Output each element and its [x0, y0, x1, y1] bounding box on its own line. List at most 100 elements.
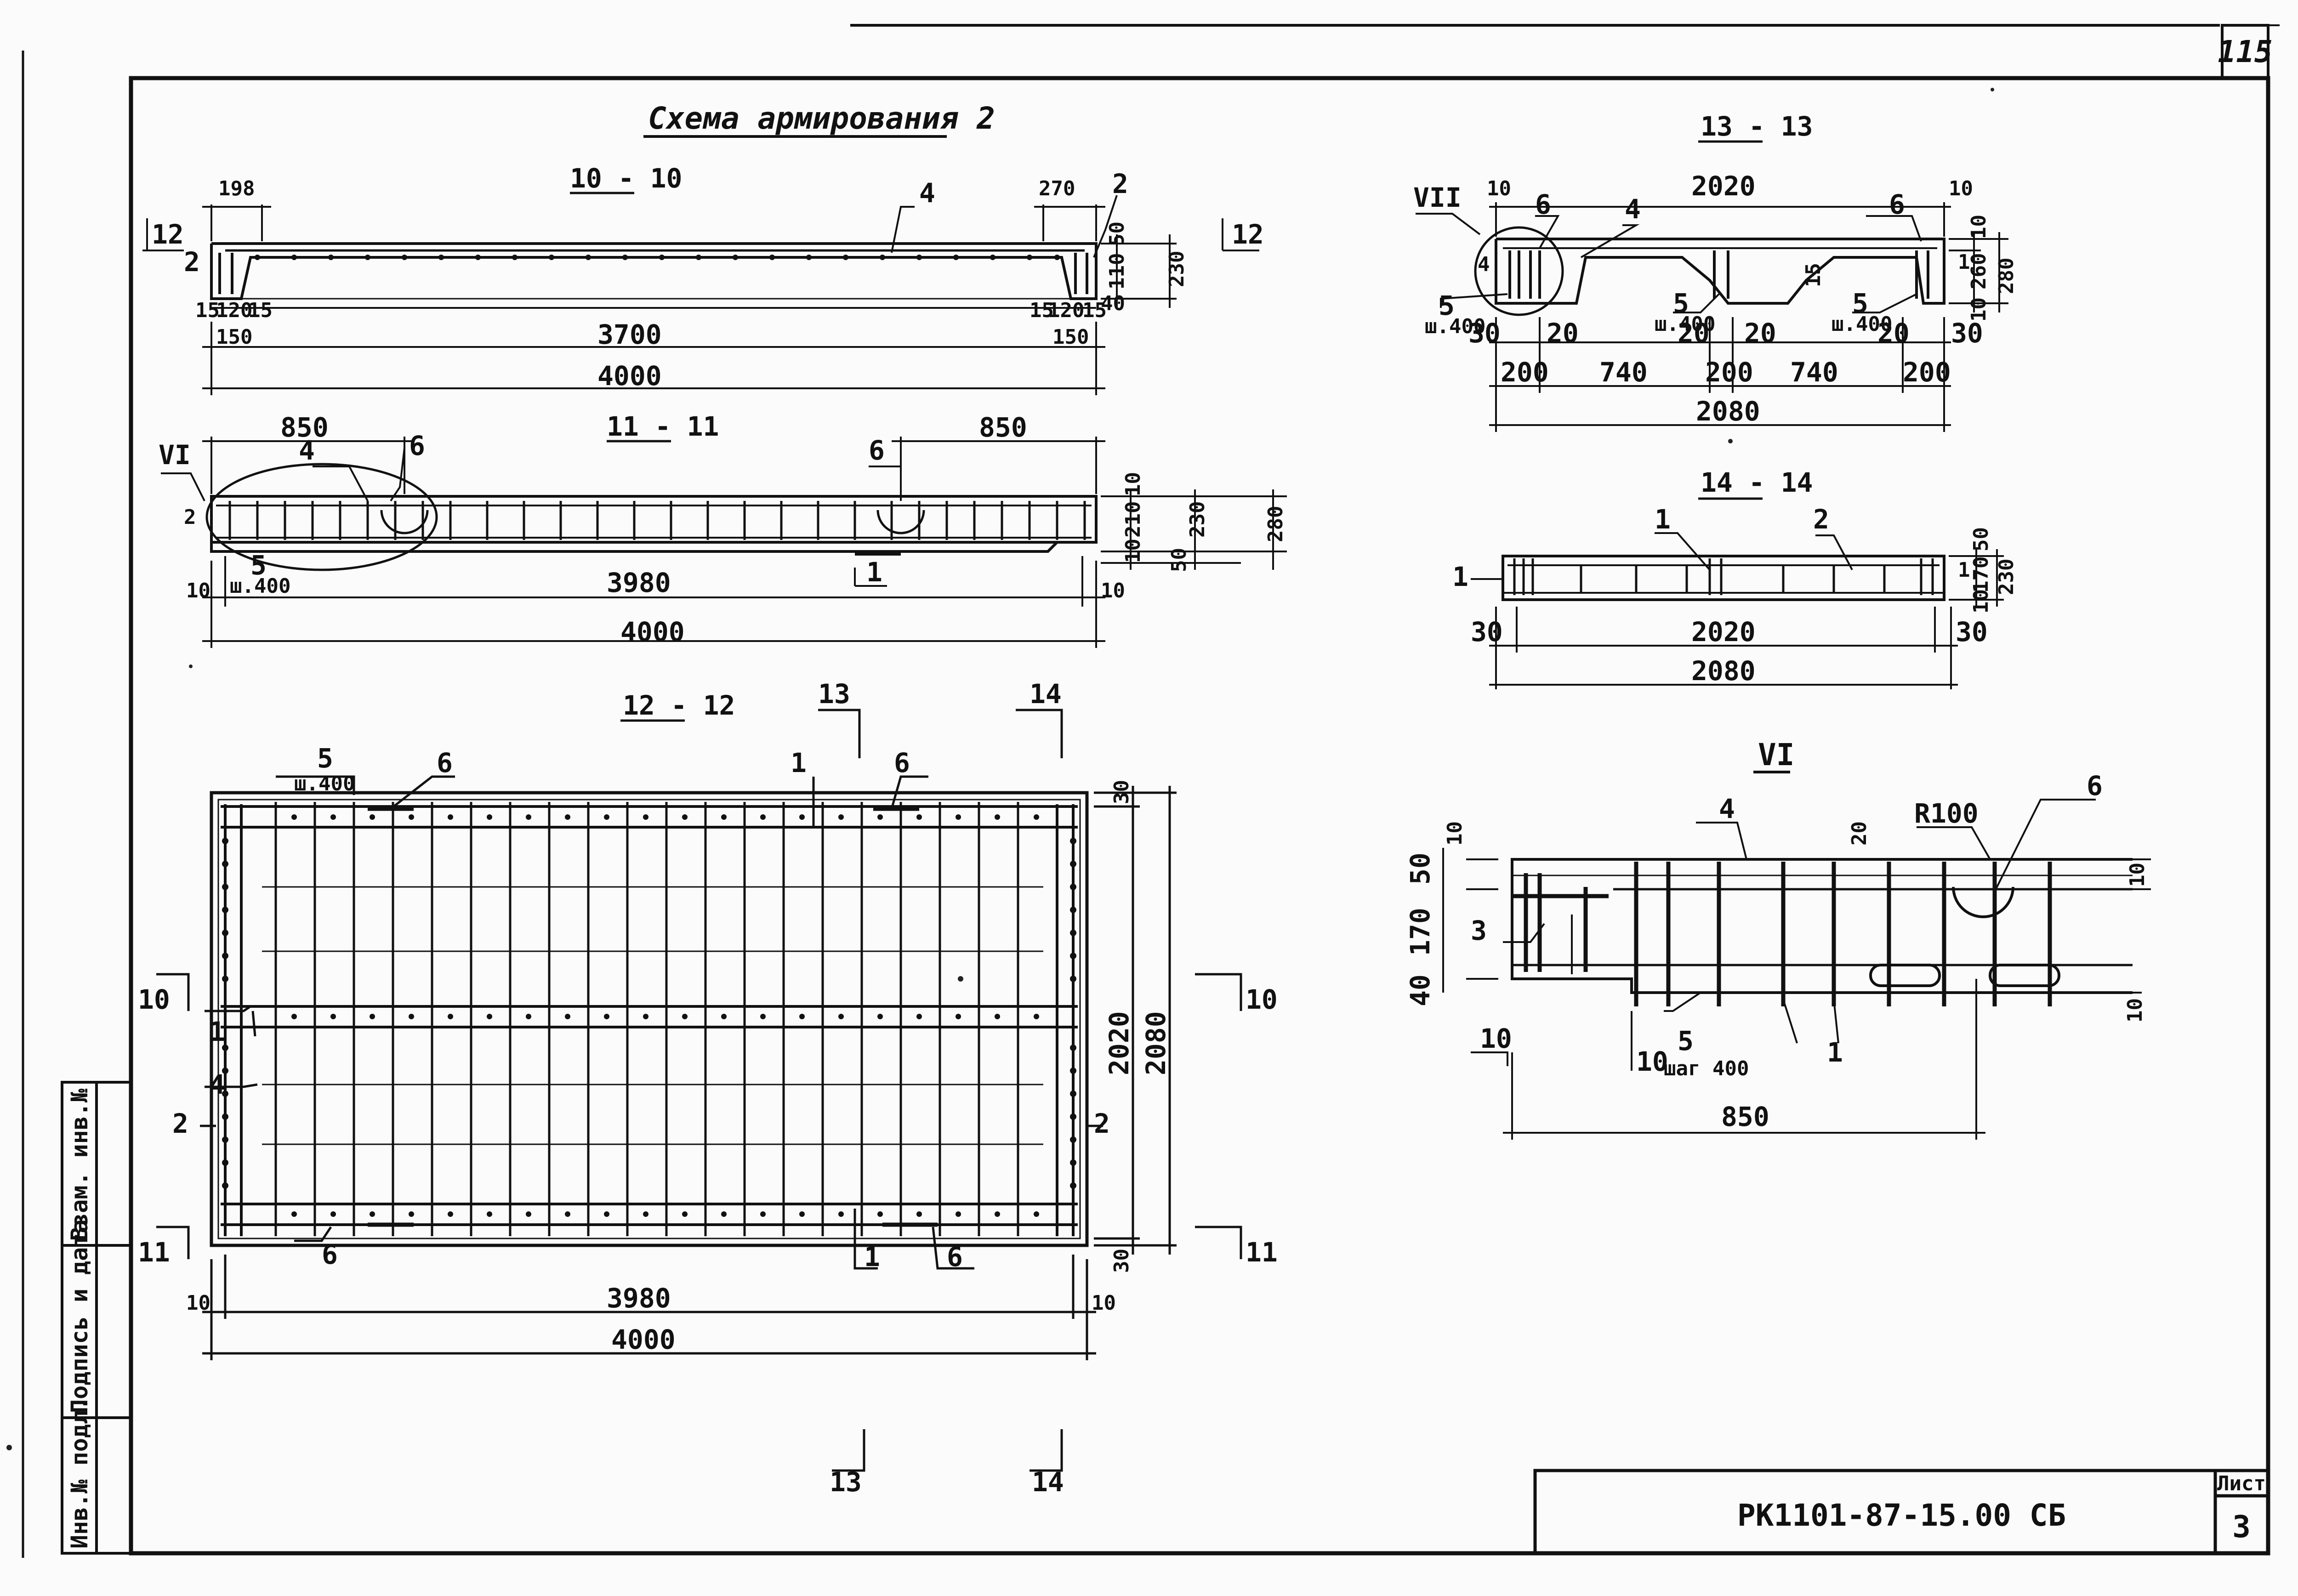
dim-10-right: 10 [1101, 579, 1125, 602]
dim-10a: 10 [1487, 177, 1511, 200]
cut-10-right: 10 [1246, 984, 1278, 1015]
pos-6c-label: 6 [322, 1239, 338, 1270]
dim-20d: 20 [1877, 318, 1910, 349]
dim-260: 260 [1967, 253, 1991, 290]
detail-vi-leaders [1442, 799, 2151, 1140]
section-10-rebar-dots [255, 255, 1060, 260]
pos-4-label: 4 [209, 1069, 225, 1100]
dim-10c: 10 [2123, 998, 2147, 1022]
section-11-11: 11 - 11 VI 4 [159, 411, 1287, 648]
pos-1-label: 1 [1827, 1037, 1843, 1068]
doc-code: РК1101-87-15.00 СБ [1737, 1498, 2066, 1533]
dim-740a: 740 [1599, 357, 1648, 388]
dim-850a: 850 [280, 412, 329, 443]
scan-marks [6, 88, 1994, 1450]
dim-850: 850 [1721, 1101, 1769, 1132]
detail-vii-ref: VII [1413, 182, 1462, 213]
dim-20a: 20 [1547, 318, 1579, 349]
section-14-14: 14 - 14 1 2 1 1 50 170 23 [1452, 467, 2018, 689]
pos-2-label: 2 [184, 505, 196, 529]
cut-11-left: 11 [138, 1237, 170, 1268]
dim-4000: 4000 [620, 616, 685, 647]
section-13-leaders [1416, 202, 2008, 432]
dim-3700: 3700 [597, 319, 662, 350]
pos-6a-label: 6 [1535, 189, 1551, 220]
dim-4000: 4000 [597, 360, 662, 392]
dim-20: 20 [1848, 821, 1871, 846]
dim-3980: 3980 [607, 567, 671, 598]
dim-230: 230 [1186, 501, 1209, 538]
dim-110: 110 [1105, 253, 1129, 290]
dim-200b: 200 [1705, 357, 1753, 388]
dim-40: 40 [1405, 974, 1436, 1006]
dim-2020: 2020 [1691, 616, 1756, 647]
dim-50: 50 [1105, 222, 1129, 246]
step-a: ш.400 [1425, 315, 1485, 338]
pos-6-label: 6 [2087, 770, 2103, 801]
section-12-12: 12 - 12 [138, 678, 1278, 1498]
left-stamp [61, 1081, 132, 1555]
sheet-number: 115 [2218, 34, 2272, 69]
dim-10d: 10 [1967, 297, 1991, 322]
pos-4-label: 4 [919, 177, 935, 209]
pos-4-label: 4 [1625, 193, 1641, 225]
dim-740b: 740 [1790, 357, 1838, 388]
pos-1a-label: 1 [791, 747, 807, 778]
dim-10d: 10 [1480, 1023, 1512, 1054]
section-14-leaders [1471, 532, 2004, 689]
dim-40: 40 [1101, 292, 1125, 315]
detail-vi: VI [1405, 737, 2151, 1140]
section-13-title: 13 - 13 [1701, 111, 1813, 142]
pos-2-label: 2 [1813, 504, 1829, 535]
pos-2a-label: 2 [184, 246, 200, 278]
pos-1-label: 1 [1655, 504, 1671, 535]
pos-2-right: 2 [1094, 1108, 1110, 1139]
pos-4-label: 4 [299, 435, 315, 466]
pos-6a-label: 6 [409, 430, 425, 461]
cut-14-bottom: 14 [1032, 1466, 1064, 1498]
section-14-bars [1513, 558, 1934, 595]
cut-12-right: 12 [1232, 219, 1264, 250]
dim-10b: 10 [1121, 539, 1145, 563]
section-14-title: 14 - 14 [1701, 467, 1813, 498]
step-label: ш.400 [230, 574, 290, 598]
section-14-outline [1502, 555, 1945, 601]
dim-10e: 10 [1636, 1046, 1668, 1077]
dim-10c: 10 [1967, 215, 1991, 239]
dim-170: 170 [1405, 908, 1436, 956]
pos-1b-label: 1 [209, 1016, 225, 1047]
section-12-title: 12 - 12 [623, 690, 735, 721]
dim-280: 280 [1264, 506, 1287, 542]
dim-15b: 15 [248, 299, 273, 322]
section-11-annotations [161, 437, 1287, 648]
pos-3-label: 3 [1471, 915, 1487, 946]
pos-1-label: 1 [866, 557, 882, 588]
dim-30b: 30 [1951, 318, 1983, 349]
cut-13-bottom: 13 [830, 1466, 862, 1498]
cut-13-top: 13 [818, 678, 850, 710]
dim-200a: 200 [1501, 357, 1549, 388]
sheet-page: 3 [2232, 1509, 2251, 1545]
dim-30a: 30 [1471, 616, 1503, 647]
dim-4000: 4000 [611, 1324, 676, 1355]
dim-280: 280 [1995, 258, 2018, 294]
section-10-outline [210, 242, 1098, 300]
detail-vi-ref: VI [159, 439, 191, 471]
dim-2080: 2080 [1691, 655, 1756, 687]
dim-2080: 2080 [1696, 396, 1760, 427]
section-13-13: 13 - 13 VII 6 4 [1413, 111, 2018, 432]
dim-30a: 30 [1468, 318, 1501, 349]
pos-5c-label: 5 [1852, 288, 1868, 319]
dim-30a: 30 [1110, 780, 1133, 804]
sheet-frame [22, 24, 2280, 1558]
dim-10a: 10 [1121, 472, 1145, 496]
plan-outline [210, 791, 1089, 1247]
section-13-cages [1508, 250, 1929, 299]
plan-leaders-and-cuts [156, 709, 1242, 1472]
pos-6b-label: 6 [894, 747, 910, 778]
pos-5a-label: 5 [1439, 290, 1455, 321]
dim-120a: 120 [216, 299, 252, 322]
dim-15c: 15 [1030, 299, 1054, 322]
dim-50: 50 [1405, 852, 1436, 885]
dim-20b: 20 [1678, 318, 1710, 349]
